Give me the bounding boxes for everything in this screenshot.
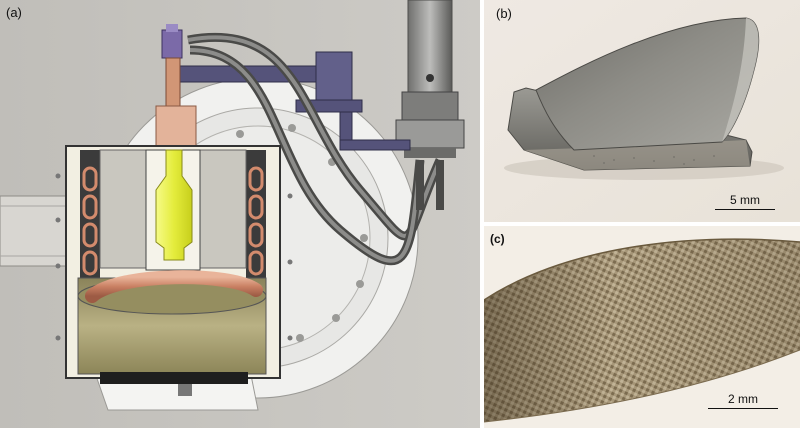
panel-c-microstructure: (c) 2 mm xyxy=(484,226,800,428)
scale-bar-c-line xyxy=(708,408,778,409)
scale-bar-c-text: 2 mm xyxy=(728,392,758,406)
cast-part-photo xyxy=(484,0,800,222)
panel-b-cast-part: (b) 5 mm xyxy=(484,0,800,222)
panel-b-label: (b) xyxy=(496,6,512,21)
apparatus-drawing xyxy=(0,0,480,428)
panel-a-label: (a) xyxy=(6,5,22,20)
scale-bar-c: 2 mm xyxy=(708,392,778,409)
microstructure-photo xyxy=(484,226,800,428)
scale-bar-b-text: 5 mm xyxy=(730,193,760,207)
scale-bar-b: 5 mm xyxy=(715,193,775,210)
panel-c-label: (c) xyxy=(490,232,505,246)
panel-a-apparatus: (a) xyxy=(0,0,480,428)
scale-bar-b-line xyxy=(715,209,775,210)
